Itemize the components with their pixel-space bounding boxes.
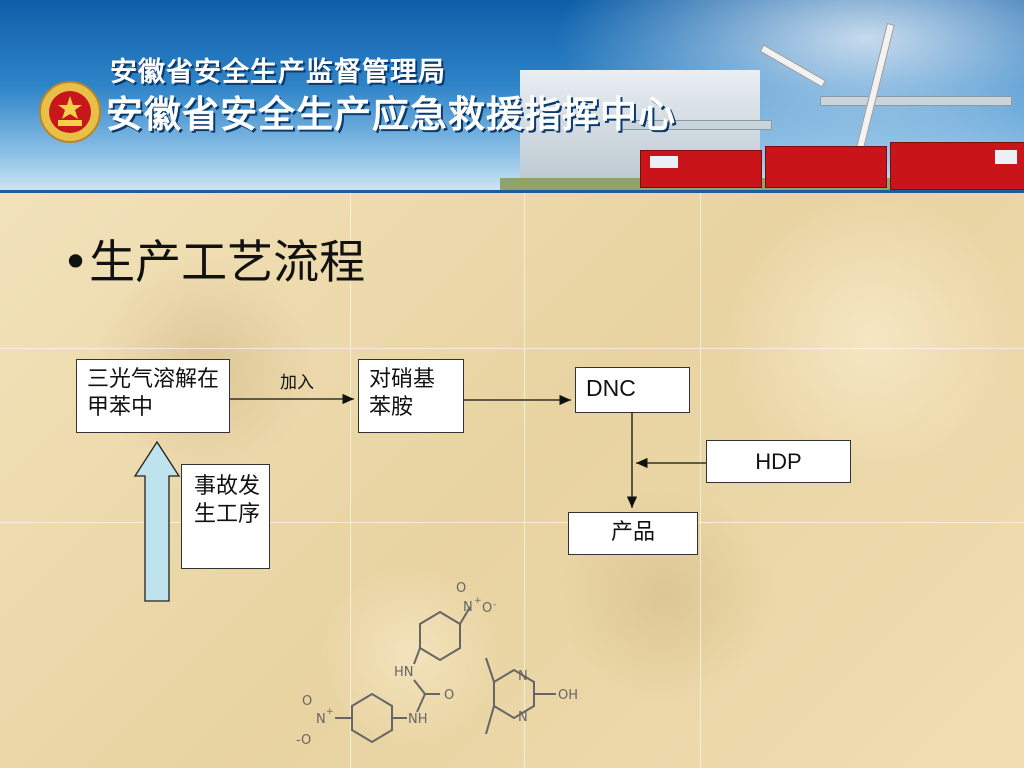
fire-truck <box>640 150 762 188</box>
header-banner: 安徽省安全生产监督管理局 安徽省安全生产应急救援指挥中心 <box>0 0 1024 192</box>
tile-seam <box>700 193 701 768</box>
step-hdp: HDP <box>706 440 851 483</box>
fire-truck <box>765 146 887 188</box>
step-triphosgene-in-toluene: 三光气溶解在甲苯中 <box>76 359 230 433</box>
truck-window <box>650 156 678 168</box>
step-product: 产品 <box>568 512 698 555</box>
national-emblem-icon <box>39 81 101 143</box>
slide-heading: •生产工艺流程 <box>62 235 366 289</box>
add-label: 加入 <box>280 373 314 393</box>
pipe-rack <box>820 96 1012 106</box>
tile-seam <box>0 348 1024 349</box>
step-p-nitroaniline: 对硝基苯胺 <box>358 359 464 433</box>
banner-divider <box>0 190 1024 193</box>
tile-seam <box>0 522 1024 523</box>
tile-seam <box>350 193 351 768</box>
bureau-title: 安徽省安全生产监督管理局 <box>110 57 446 88</box>
tile-seam <box>524 193 525 768</box>
accident-process-note: 事故发生工序 <box>181 464 270 569</box>
truck-window <box>995 150 1017 164</box>
step-dnc: DNC <box>575 367 690 413</box>
command-center-title: 安徽省安全生产应急救援指挥中心 <box>106 93 676 136</box>
pipe-rack <box>620 120 772 130</box>
